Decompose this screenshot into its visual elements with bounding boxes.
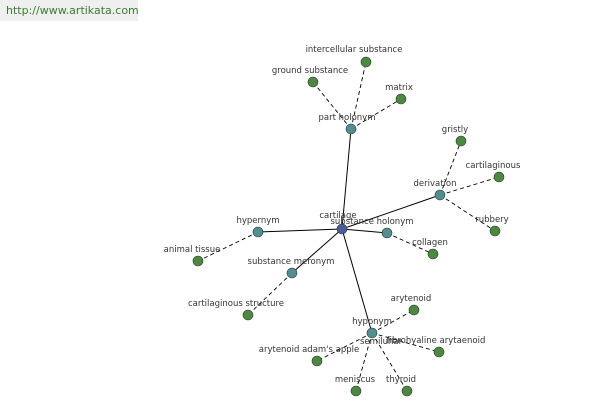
label-substance-meronym[interactable]: substance meronym [248, 257, 335, 267]
edge-substance-holonym [341, 228, 388, 234]
edge-arytenoid [371, 309, 415, 334]
source-url-banner[interactable]: http://www.artikata.com [0, 0, 139, 21]
node-relation-part-holonym[interactable] [345, 123, 357, 135]
graph-labels: cartilage part holonym derivation substance… [164, 45, 521, 385]
graph-nodes [192, 56, 505, 397]
node-word-cartilaginous-structure[interactable] [242, 309, 254, 321]
edge-ground-substance [312, 81, 352, 130]
label-fibrohyaline-arytaenoid[interactable]: fibrohyaline arytaenoid [387, 336, 486, 346]
label-meniscus[interactable]: meniscus [335, 375, 376, 385]
node-center-cartilage[interactable] [336, 223, 348, 235]
edge-substance-meronym [291, 228, 343, 274]
label-hyponym[interactable]: hyponym [352, 317, 392, 327]
edge-intercellular-substance [350, 61, 367, 130]
graph-edges [197, 61, 500, 392]
label-cartilaginous[interactable]: cartilaginous [466, 161, 521, 171]
label-collagen[interactable]: collagen [412, 238, 448, 248]
node-relation-derivation[interactable] [434, 189, 446, 201]
edge-part-holonym [341, 128, 352, 230]
label-gristly[interactable]: gristly [442, 125, 468, 135]
edge-collagen [386, 232, 434, 255]
node-relation-substance-meronym[interactable] [286, 267, 298, 279]
label-matrix[interactable]: matrix [385, 83, 413, 93]
label-arytenoid-adams-apple[interactable]: arytenoid adam's apple [259, 345, 360, 355]
edge-matrix [350, 98, 402, 130]
node-word-ground-substance[interactable] [307, 76, 319, 88]
node-word-fibrohyaline-arytaenoid[interactable] [433, 346, 445, 358]
label-ground-substance[interactable]: ground substance [272, 66, 348, 76]
edge-fibrohyaline-arytaenoid [371, 332, 440, 353]
label-hypernym[interactable]: hypernym [236, 216, 279, 226]
label-intercellular-substance[interactable]: intercellular substance [306, 45, 403, 55]
node-word-arytenoid-adams-apple[interactable] [311, 355, 323, 367]
node-word-arytenoid[interactable] [408, 304, 420, 316]
label-thyroid[interactable]: thyroid [386, 375, 416, 385]
node-word-gristly[interactable] [455, 135, 467, 147]
label-animal-tissue[interactable]: animal tissue [164, 245, 221, 255]
node-word-rubbery[interactable] [489, 225, 501, 237]
label-substance-holonym[interactable]: substance holonym [330, 217, 413, 227]
label-semilunar[interactable]: semilunar [360, 337, 403, 347]
node-word-cartilaginous[interactable] [493, 171, 505, 183]
edge-hyponym [341, 228, 373, 334]
edge-cartilaginous [439, 176, 500, 196]
node-word-thyroid[interactable] [401, 385, 413, 397]
edge-thyroid [371, 332, 408, 392]
node-relation-hyponym[interactable] [366, 327, 378, 339]
edge-derivation [341, 194, 441, 230]
edge-arytenoid-adams-apple [316, 332, 373, 362]
label-part-holonym[interactable]: part holonym [319, 113, 376, 123]
node-word-collagen[interactable] [427, 248, 439, 260]
edge-hypernym [257, 228, 343, 233]
node-word-matrix[interactable] [395, 93, 407, 105]
edge-meniscus [355, 332, 373, 392]
node-relation-substance-holonym[interactable] [381, 227, 393, 239]
label-cartilaginous-structure[interactable]: cartilaginous structure [188, 299, 284, 309]
label-cartilage[interactable]: cartilage [319, 211, 356, 221]
node-relation-hypernym[interactable] [252, 226, 264, 238]
node-word-animal-tissue[interactable] [192, 255, 204, 267]
node-word-meniscus[interactable] [350, 385, 362, 397]
edge-rubbery [439, 194, 496, 232]
node-word-intercellular-substance[interactable] [360, 56, 372, 68]
edge-cartilaginous-structure [247, 272, 293, 316]
label-derivation[interactable]: derivation [413, 179, 456, 189]
edge-gristly [439, 140, 462, 196]
label-rubbery[interactable]: rubbery [475, 215, 508, 225]
label-arytenoid[interactable]: arytenoid [391, 294, 432, 304]
